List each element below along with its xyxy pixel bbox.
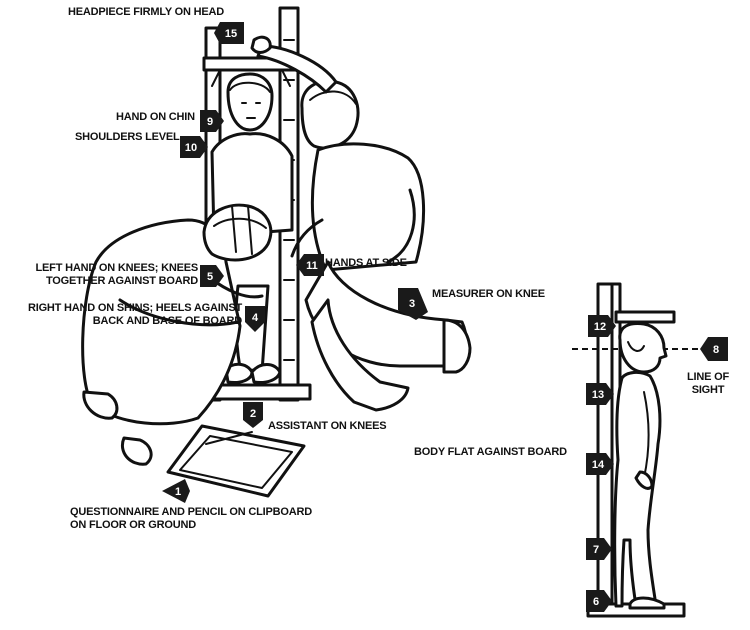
marker-2: 2 xyxy=(243,402,263,428)
label-assistant-on-knees: ASSISTANT ON KNEES xyxy=(268,420,387,432)
label-questionnaire-line2: ON FLOOR OR GROUND xyxy=(70,519,196,531)
label-hands-at-side: HANDS AT SIDE xyxy=(325,257,407,269)
marker-3-number: 3 xyxy=(409,298,415,310)
standing-figure-illustration xyxy=(572,282,706,618)
marker-7-number: 7 xyxy=(593,544,599,556)
marker-4: 4 xyxy=(245,306,265,332)
marker-8-number: 8 xyxy=(713,344,719,356)
marker-12: 12 xyxy=(588,315,616,337)
marker-1: 1 xyxy=(162,479,190,503)
marker-7: 7 xyxy=(586,538,612,560)
label-measurer-on-knee: MEASURER ON KNEE xyxy=(432,288,545,300)
marker-14-number: 14 xyxy=(592,459,605,471)
marker-9: 9 xyxy=(200,110,224,132)
marker-10-number: 10 xyxy=(185,142,197,154)
marker-8: 8 xyxy=(700,337,728,361)
label-hand-on-chin: HAND ON CHIN xyxy=(116,111,195,123)
label-line-of-sight-line2: SIGHT xyxy=(691,384,725,396)
marker-2-number: 2 xyxy=(250,408,256,420)
marker-14: 14 xyxy=(586,453,614,475)
label-shoulders-level: SHOULDERS LEVEL xyxy=(75,131,180,143)
marker-5: 5 xyxy=(200,265,224,287)
label-right-hand-line1: RIGHT HAND ON SHINS; HEELS AGAINST xyxy=(27,302,242,314)
label-questionnaire-line1: QUESTIONNAIRE AND PENCIL ON CLIPBOARD xyxy=(70,506,312,518)
label-right-hand-line2: BACK AND BASE OF BOARD xyxy=(92,315,242,327)
label-right-hand-on-shins: RIGHT HAND ON SHINS; HEELS AGAINST BACK … xyxy=(14,302,242,328)
marker-12-number: 12 xyxy=(594,321,606,333)
marker-1-number: 1 xyxy=(175,486,181,498)
label-body-flat: BODY FLAT AGAINST BOARD xyxy=(414,446,567,458)
marker-6-number: 6 xyxy=(593,596,599,608)
label-line-of-sight-line1: LINE OF xyxy=(687,371,729,383)
label-questionnaire: QUESTIONNAIRE AND PENCIL ON CLIPBOARD ON… xyxy=(70,506,312,532)
label-headpiece: HEADPIECE FIRMLY ON HEAD xyxy=(68,6,224,18)
marker-15-number: 15 xyxy=(225,28,237,40)
marker-15: 15 xyxy=(214,22,244,44)
label-line-of-sight: LINE OF SIGHT xyxy=(678,371,738,397)
label-left-hand-line2: TOGETHER AGAINST BOARD xyxy=(45,275,198,287)
marker-13: 13 xyxy=(586,383,614,405)
label-left-hand-line1: LEFT HAND ON KNEES; KNEES xyxy=(35,262,199,274)
clipboard xyxy=(166,424,306,498)
marker-13-number: 13 xyxy=(592,389,604,401)
marker-10: 10 xyxy=(180,136,208,158)
marker-4-number: 4 xyxy=(252,312,259,324)
label-left-hand-on-knees: LEFT HAND ON KNEES; KNEES TOGETHER AGAIN… xyxy=(32,262,199,288)
marker-6: 6 xyxy=(586,590,612,612)
marker-9-number: 9 xyxy=(207,116,213,128)
measurer-figure xyxy=(250,35,472,412)
marker-3: 3 xyxy=(398,288,428,320)
marker-5-number: 5 xyxy=(207,271,213,283)
marker-11: 11 xyxy=(296,254,324,276)
marker-11-number: 11 xyxy=(306,260,318,272)
